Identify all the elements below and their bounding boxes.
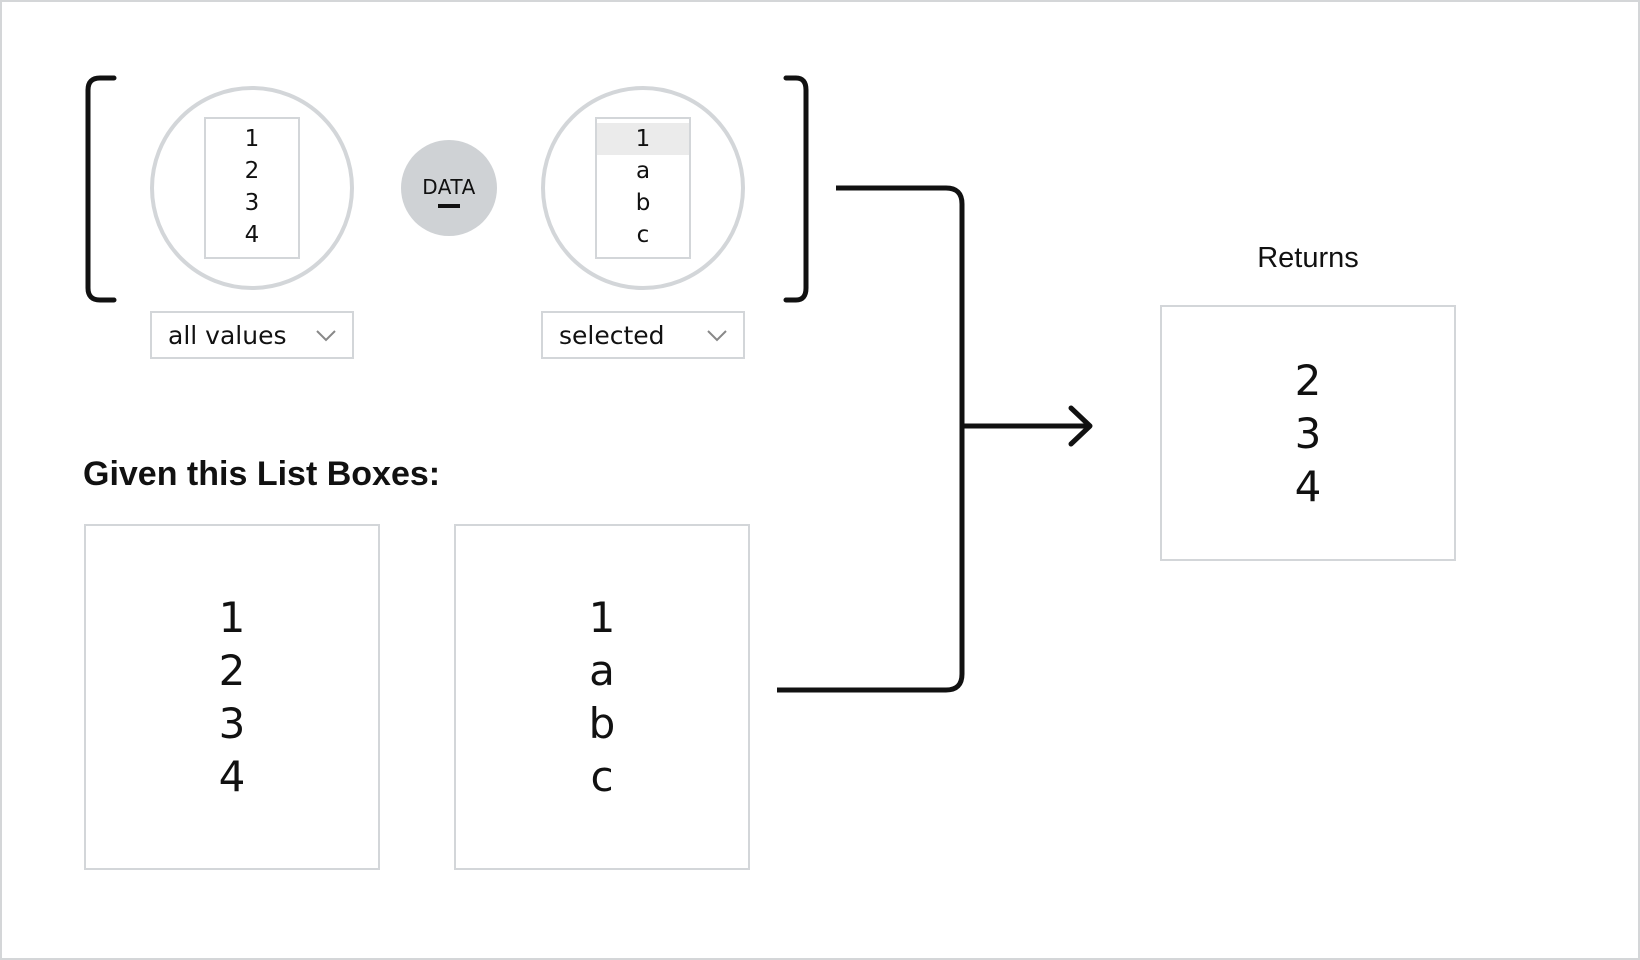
minus-icon xyxy=(438,203,460,208)
list-item[interactable]: b xyxy=(635,190,651,216)
list-item-selected[interactable]: 1 xyxy=(597,123,689,155)
result-item: 2 xyxy=(1294,355,1322,405)
list-item[interactable]: 1 xyxy=(244,126,260,152)
list-item[interactable]: 2 xyxy=(244,158,260,184)
result-item: 4 xyxy=(1294,461,1322,511)
left-mini-listbox[interactable]: 1 2 3 4 xyxy=(204,117,300,259)
list-item[interactable]: a xyxy=(635,158,651,184)
dropdown-value: selected xyxy=(559,320,665,350)
returns-title: Returns xyxy=(1257,242,1359,274)
list-item[interactable]: a xyxy=(589,646,615,695)
list-item[interactable]: 1 xyxy=(218,593,246,642)
list-item[interactable]: 4 xyxy=(218,752,246,801)
list-item[interactable]: 3 xyxy=(244,190,260,216)
given-heading: Given this List Boxes: xyxy=(83,455,441,493)
given-right-listbox[interactable]: 1 a b c xyxy=(454,524,750,870)
dropdown-value: all values xyxy=(168,320,287,350)
left-mode-dropdown[interactable]: all values xyxy=(150,311,354,359)
data-minus-operator: DATA xyxy=(401,140,497,236)
list-item[interactable]: 1 xyxy=(588,593,616,642)
list-item[interactable]: 2 xyxy=(218,646,246,695)
right-list-circle: 1 a b c xyxy=(541,86,745,290)
list-item[interactable]: 4 xyxy=(244,222,260,248)
list-item[interactable]: b xyxy=(588,699,616,748)
list-item[interactable]: c xyxy=(636,222,650,248)
returns-box: 2 3 4 xyxy=(1160,305,1456,561)
chevron-down-icon xyxy=(707,330,727,342)
list-item[interactable]: c xyxy=(590,752,614,801)
right-mini-listbox[interactable]: 1 a b c xyxy=(595,117,691,259)
chevron-down-icon xyxy=(316,330,336,342)
list-item[interactable]: 3 xyxy=(218,699,246,748)
given-left-listbox[interactable]: 1 2 3 4 xyxy=(84,524,380,870)
right-mode-dropdown[interactable]: selected xyxy=(541,311,745,359)
left-list-circle: 1 2 3 4 xyxy=(150,86,354,290)
operator-label: DATA xyxy=(422,174,476,199)
result-item: 3 xyxy=(1294,408,1322,458)
